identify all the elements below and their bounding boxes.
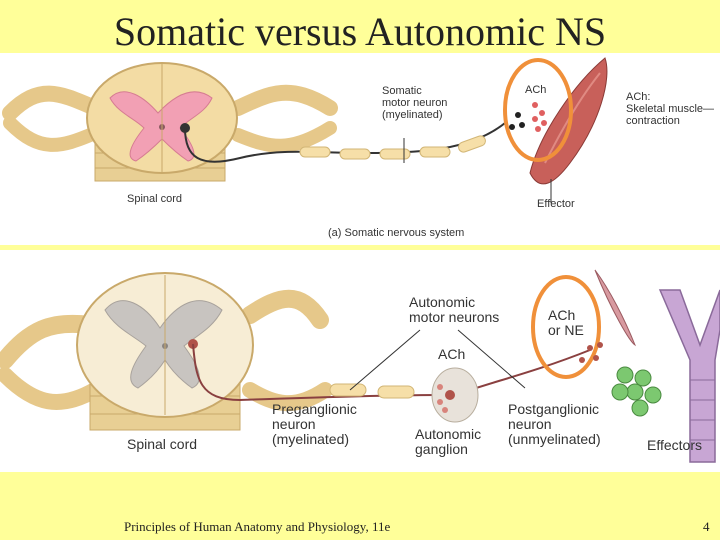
somatic-ach-effect-label: ACh: Skeletal muscle— contraction xyxy=(626,91,715,127)
spinal-cord-cross-section xyxy=(86,62,238,174)
blood-vessel xyxy=(658,289,720,463)
postganglionic-neuron-label: Postganglionic neuron (unmyelinated) xyxy=(508,401,601,447)
page-number: 4 xyxy=(703,519,710,534)
somatic-ach-highlight xyxy=(503,58,573,162)
autonomic-spinal-cord-cross-section xyxy=(76,272,254,418)
somatic-axon xyxy=(180,122,506,163)
effectors-label: Effectors xyxy=(647,437,702,453)
autonomic-ganglion-label: Autonomic ganglion xyxy=(415,426,482,457)
somatic-ach-label: ACh xyxy=(525,84,547,96)
somatic-caption: (a) Somatic nervous system xyxy=(328,227,465,239)
autonomic-axons xyxy=(188,329,591,402)
slide-title: Somatic versus Autonomic NS xyxy=(113,9,607,54)
somatic-panel: Spinal cord Somatic motor neuron (myelin… xyxy=(0,53,720,245)
somatic-effector-label: Effector xyxy=(537,198,575,210)
preganglionic-neuron-label: Preganglionic neuron (myelinated) xyxy=(272,401,357,447)
slide-footer: Principles of Human Anatomy and Physiolo… xyxy=(124,519,391,534)
autonomic-diagram xyxy=(0,269,720,463)
autonomic-ganglion xyxy=(431,367,479,423)
somatic-diagram xyxy=(2,57,608,203)
gland-cells xyxy=(611,366,662,417)
somatic-spinal-cord-label: Spinal cord xyxy=(127,193,183,205)
autonomic-spinal-cord-label: Spinal cord xyxy=(127,436,198,452)
autonomic-motor-neurons-label: Autonomic motor neurons xyxy=(409,294,500,325)
autonomic-panel: Autonomic motor neurons ACh or NE ACh Pr… xyxy=(0,250,720,472)
smooth-muscle-cell xyxy=(594,269,637,347)
autonomic-ach-ne-highlight xyxy=(531,275,601,379)
autonomic-synaptic-terminals xyxy=(579,342,603,363)
autonomic-ach-ne-label: ACh or NE xyxy=(548,307,584,338)
somatic-synaptic-terminals xyxy=(509,102,547,132)
autonomic-ach-label: ACh xyxy=(438,346,466,362)
somatic-motor-neuron-label: Somatic motor neuron (myelinated) xyxy=(382,85,448,121)
